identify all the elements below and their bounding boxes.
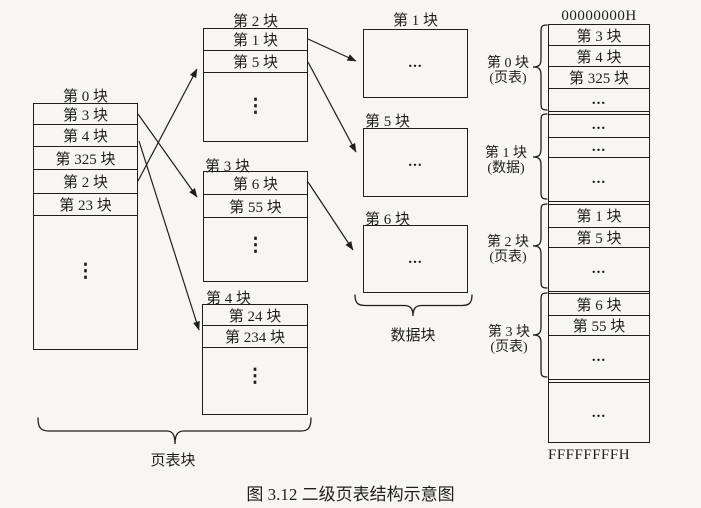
data-block1-title: 第 1 块 [392, 13, 438, 29]
memory-row: 第 325 块 [549, 67, 649, 89]
memory-start-address: 00000000H [561, 8, 637, 24]
data-block6-box: ... [363, 225, 468, 293]
level1-entry: 第 325 块 [34, 147, 137, 170]
data-block5-box: ... [363, 128, 468, 197]
data-block6-title: 第 6 块 [365, 212, 411, 228]
memory-end-address: FFFFFFFFH [548, 447, 631, 463]
memory-section-label-line1: 第 1 块 [485, 146, 527, 161]
level1-entry: 第 2 块 [34, 170, 137, 194]
memory-section2-label: 第 2 块 (页表) [479, 235, 537, 265]
level1-table-title: 第 0 块 [62, 89, 108, 105]
memory-row: 第 55 块 [549, 316, 649, 336]
arrow-entry4-to-block4 [138, 140, 200, 331]
level2-entry: 第 234 块 [203, 326, 307, 348]
arrow-entry1-to-datablock1 [307, 38, 357, 62]
page-table-blocks-label: 页表块 [150, 453, 196, 469]
vertical-ellipsis: ⋮ [246, 235, 265, 256]
memory-section-label-line2: (页表) [490, 340, 528, 355]
level1-table-box: 第 3 块 第 4 块 第 325 块 第 2 块 第 23 块 ⋮ [33, 103, 138, 350]
level2-entry: 第 1 块 [204, 29, 307, 51]
brace-page-table-blocks [37, 417, 312, 445]
data-block5-title: 第 5 块 [365, 114, 411, 130]
memory-row: ... [549, 138, 649, 158]
level2-entry: 第 6 块 [204, 172, 307, 195]
data-block-content: ... [408, 250, 423, 267]
memory-row: 第 4 块 [549, 46, 649, 67]
memory-row: ... [549, 113, 649, 138]
brace-memory-section1 [532, 113, 548, 200]
level2-block3-box: 第 6 块 第 55 块 ⋮ [203, 171, 308, 282]
level1-entry: 第 4 块 [34, 125, 137, 147]
memory-row: ... [549, 248, 649, 292]
level1-entry: 第 3 块 [34, 104, 137, 125]
memory-row: ... [549, 336, 649, 380]
level2-block4-box: 第 24 块 第 234 块 ⋮ [202, 304, 308, 415]
memory-section-label-line1: 第 2 块 [487, 235, 529, 250]
level2-entry: 第 55 块 [204, 195, 307, 218]
vertical-ellipsis: ⋮ [246, 96, 265, 117]
memory-section-label-line2: (页表) [489, 250, 527, 265]
memory-row: 第 1 块 [549, 203, 649, 228]
memory-section-label-line2: (页表) [489, 71, 527, 86]
vertical-ellipsis: ⋮ [76, 261, 95, 282]
level2-block4-title: 第 4 块 [206, 291, 252, 307]
memory-section0-label: 第 0 块 (页表) [479, 56, 537, 86]
arrow-entry2-to-block2 [137, 68, 198, 182]
memory-section-label-line2: (数据) [487, 161, 525, 176]
data-block-content: ... [408, 154, 423, 170]
memory-section-label-line1: 第 3 块 [488, 325, 530, 340]
level2-entry: 第 24 块 [203, 305, 307, 326]
figure-caption: 图 3.12 二级页表结构示意图 [246, 485, 455, 504]
memory-row: ... [549, 158, 649, 202]
memory-row: 第 6 块 [549, 293, 649, 316]
memory-section3-label: 第 3 块 (页表) [480, 325, 538, 355]
memory-row: ... [549, 382, 649, 444]
level2-block2-title: 第 2 块 [232, 14, 278, 30]
vertical-ellipsis: ⋮ [245, 366, 265, 387]
memory-section-label-line1: 第 0 块 [487, 56, 529, 71]
memory-row: 第 5 块 [549, 228, 649, 248]
level2-block2-box: 第 1 块 第 5 块 ⋮ [203, 28, 308, 142]
memory-column-box: 第 3 块 第 4 块 第 325 块 ... ... ... ... 第 1 … [548, 24, 650, 443]
level1-entry: 第 23 块 [34, 194, 137, 216]
data-block-content: ... [408, 55, 423, 71]
memory-section1-label: 第 1 块 (数据) [477, 146, 535, 176]
arrow-entry3-to-block3 [137, 113, 198, 198]
memory-row: ... [549, 89, 649, 112]
level2-entry: 第 5 块 [204, 51, 307, 73]
arrow-entry6-to-datablock6 [307, 181, 354, 251]
memory-row: 第 3 块 [549, 25, 649, 46]
brace-data-blocks [354, 294, 473, 317]
arrow-entry5-to-datablock5 [307, 61, 357, 153]
data-blocks-label: 数据块 [390, 328, 436, 344]
data-block1-box: ... [363, 29, 468, 98]
